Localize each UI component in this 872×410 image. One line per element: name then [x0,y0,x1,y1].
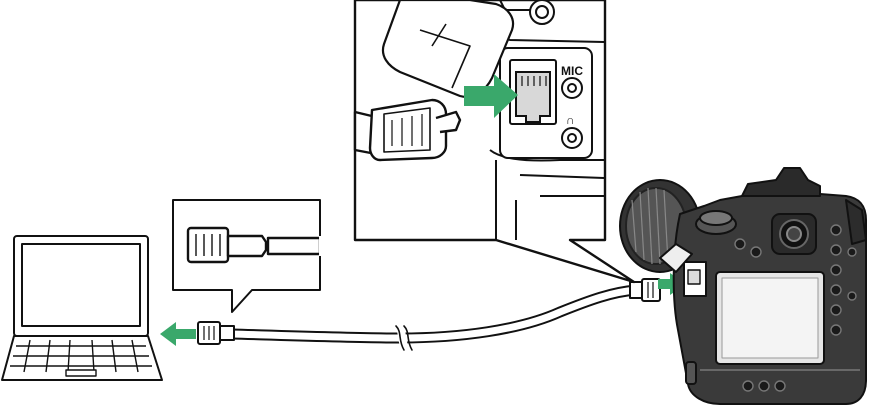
arrow-to-camera-icon [658,273,686,295]
laptop-base [1,335,163,381]
camera-buttons [734,224,857,392]
plug-detail-callout [172,199,322,313]
arrow-to-laptop-icon [160,322,196,346]
laptop-trackpad [65,369,97,377]
camera-grip [845,199,867,245]
camera-prism [741,167,821,197]
headphone-jack-icon [561,127,583,149]
rj45-plug-right-icon [629,278,661,302]
arrow-into-port-icon [464,74,518,118]
mic-jack-icon [561,77,583,99]
laptop-screen [21,243,141,327]
camera-mode-dial-top [699,210,733,226]
mic-label: MIC [561,64,583,78]
rj45-plug-large-icon [353,98,462,162]
headphone-label: ∩ [566,113,575,127]
port-cover-flap-icon [381,0,515,98]
rj45-plug-left-icon [197,321,235,345]
camera-port-cover [659,243,693,273]
camera-icon [619,167,867,405]
ethernet-cable-icon [226,284,642,354]
laptop-keyboard [10,339,152,373]
ethernet-port-icon [509,59,557,125]
port-detail-callout: MIC ∩ [353,0,636,284]
laptop-icon [1,235,163,381]
